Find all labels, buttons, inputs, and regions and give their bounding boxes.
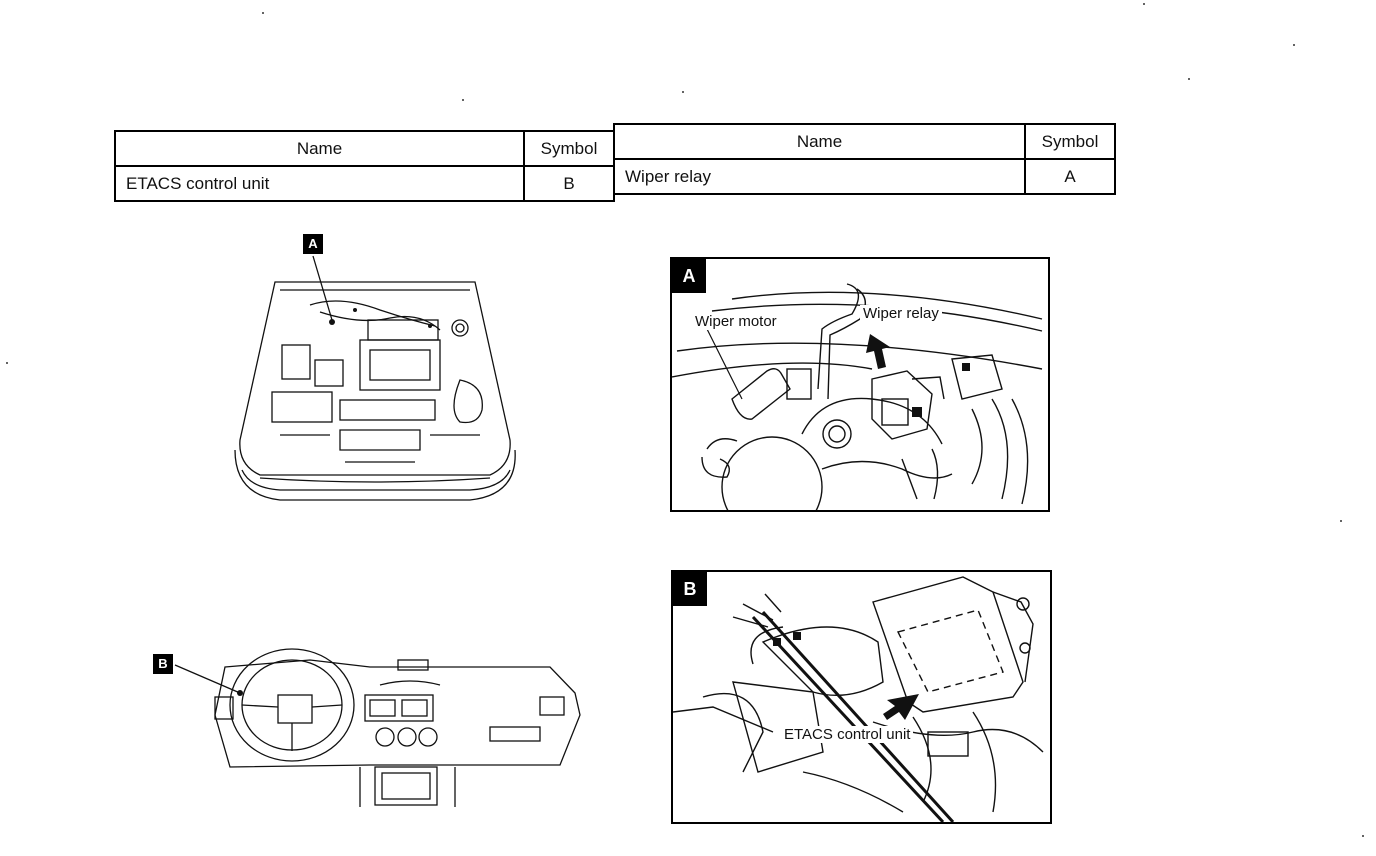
detail-panel-a: A Wiper motor Wiper relay [670,257,1050,512]
scan-speck [462,99,464,101]
symbol-header: Symbol [1024,123,1116,160]
engine-bay-illustration [234,255,516,501]
detail-badge-a: A [672,259,706,293]
legend-header-row: Name Symbol [613,123,1116,160]
component-symbol: A [1024,158,1116,195]
dashboard-illustration [174,648,581,807]
scan-speck [1362,835,1364,837]
name-header: Name [613,123,1026,160]
detail-badge-b: B [673,572,707,606]
scan-speck [262,12,264,14]
scan-speck [1293,44,1295,46]
wiper-motor-label: Wiper motor [692,313,780,330]
legend-table-left: Name Symbol ETACS control unit B [114,130,615,202]
detail-panel-b: B ETACS control unit [671,570,1052,824]
etacs-unit-area-illustration [673,576,1044,822]
scan-speck [682,91,684,93]
scan-speck [6,362,8,364]
scan-speck [1143,3,1145,5]
legend-table-right: Name Symbol Wiper relay A [613,123,1116,195]
name-header: Name [114,130,525,167]
legend-row: Wiper relay A [613,158,1116,195]
wiper-relay-label: Wiper relay [860,305,942,322]
legend-row: ETACS control unit B [114,165,615,202]
callout-badge-a: A [303,234,323,254]
scan-speck [1188,78,1190,80]
callout-badge-b: B [153,654,173,674]
component-name: Wiper relay [613,158,1026,195]
etacs-unit-label: ETACS control unit [781,726,914,743]
wiper-relay-area-illustration [672,283,1043,510]
symbol-header: Symbol [523,130,615,167]
legend-header-row: Name Symbol [114,130,615,167]
component-name: ETACS control unit [114,165,525,202]
scan-speck [1340,520,1342,522]
component-symbol: B [523,165,615,202]
